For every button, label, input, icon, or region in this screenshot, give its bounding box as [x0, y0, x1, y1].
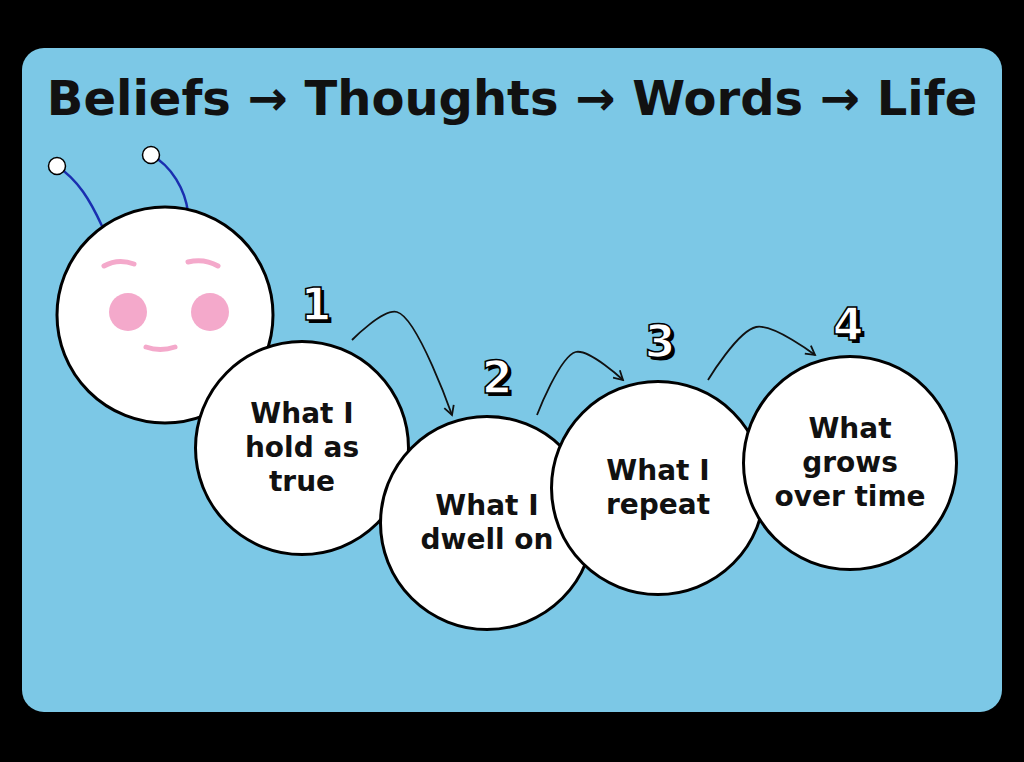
step-text: What I dwell on: [402, 489, 572, 557]
body-circle: [744, 357, 957, 570]
step-text: What grows over time: [765, 412, 935, 514]
step-circle: What grows over time: [742, 355, 958, 571]
antenna-tip: [49, 158, 66, 175]
cheek: [109, 293, 147, 331]
cheek: [191, 293, 229, 331]
mouth: [146, 347, 175, 350]
step-circle: What I repeat: [550, 380, 766, 596]
text-holder: What grows over time: [765, 412, 935, 514]
step-circle: What I hold as true: [194, 340, 410, 556]
callout-number: 2: [462, 353, 532, 403]
body-circle: [552, 382, 765, 595]
callout-number: 3: [625, 317, 695, 367]
eyebrow: [104, 261, 134, 266]
text-holder: What I repeat: [573, 454, 743, 522]
callout-number: 1: [281, 280, 351, 330]
title: Beliefs → Thoughts → Words → Life: [22, 70, 1002, 126]
text-holder: What I dwell on: [402, 489, 572, 557]
antenna: [57, 166, 102, 226]
text-holder: What I hold as true: [217, 397, 387, 499]
antenna: [151, 155, 188, 212]
step-text: What I hold as true: [217, 397, 387, 499]
antenna-tip: [143, 147, 160, 164]
eyebrow: [188, 261, 218, 266]
callout-number: 4: [813, 300, 883, 350]
body-circle: [196, 342, 409, 555]
step-text: What I repeat: [573, 454, 743, 522]
blue-panel: [22, 48, 1002, 712]
